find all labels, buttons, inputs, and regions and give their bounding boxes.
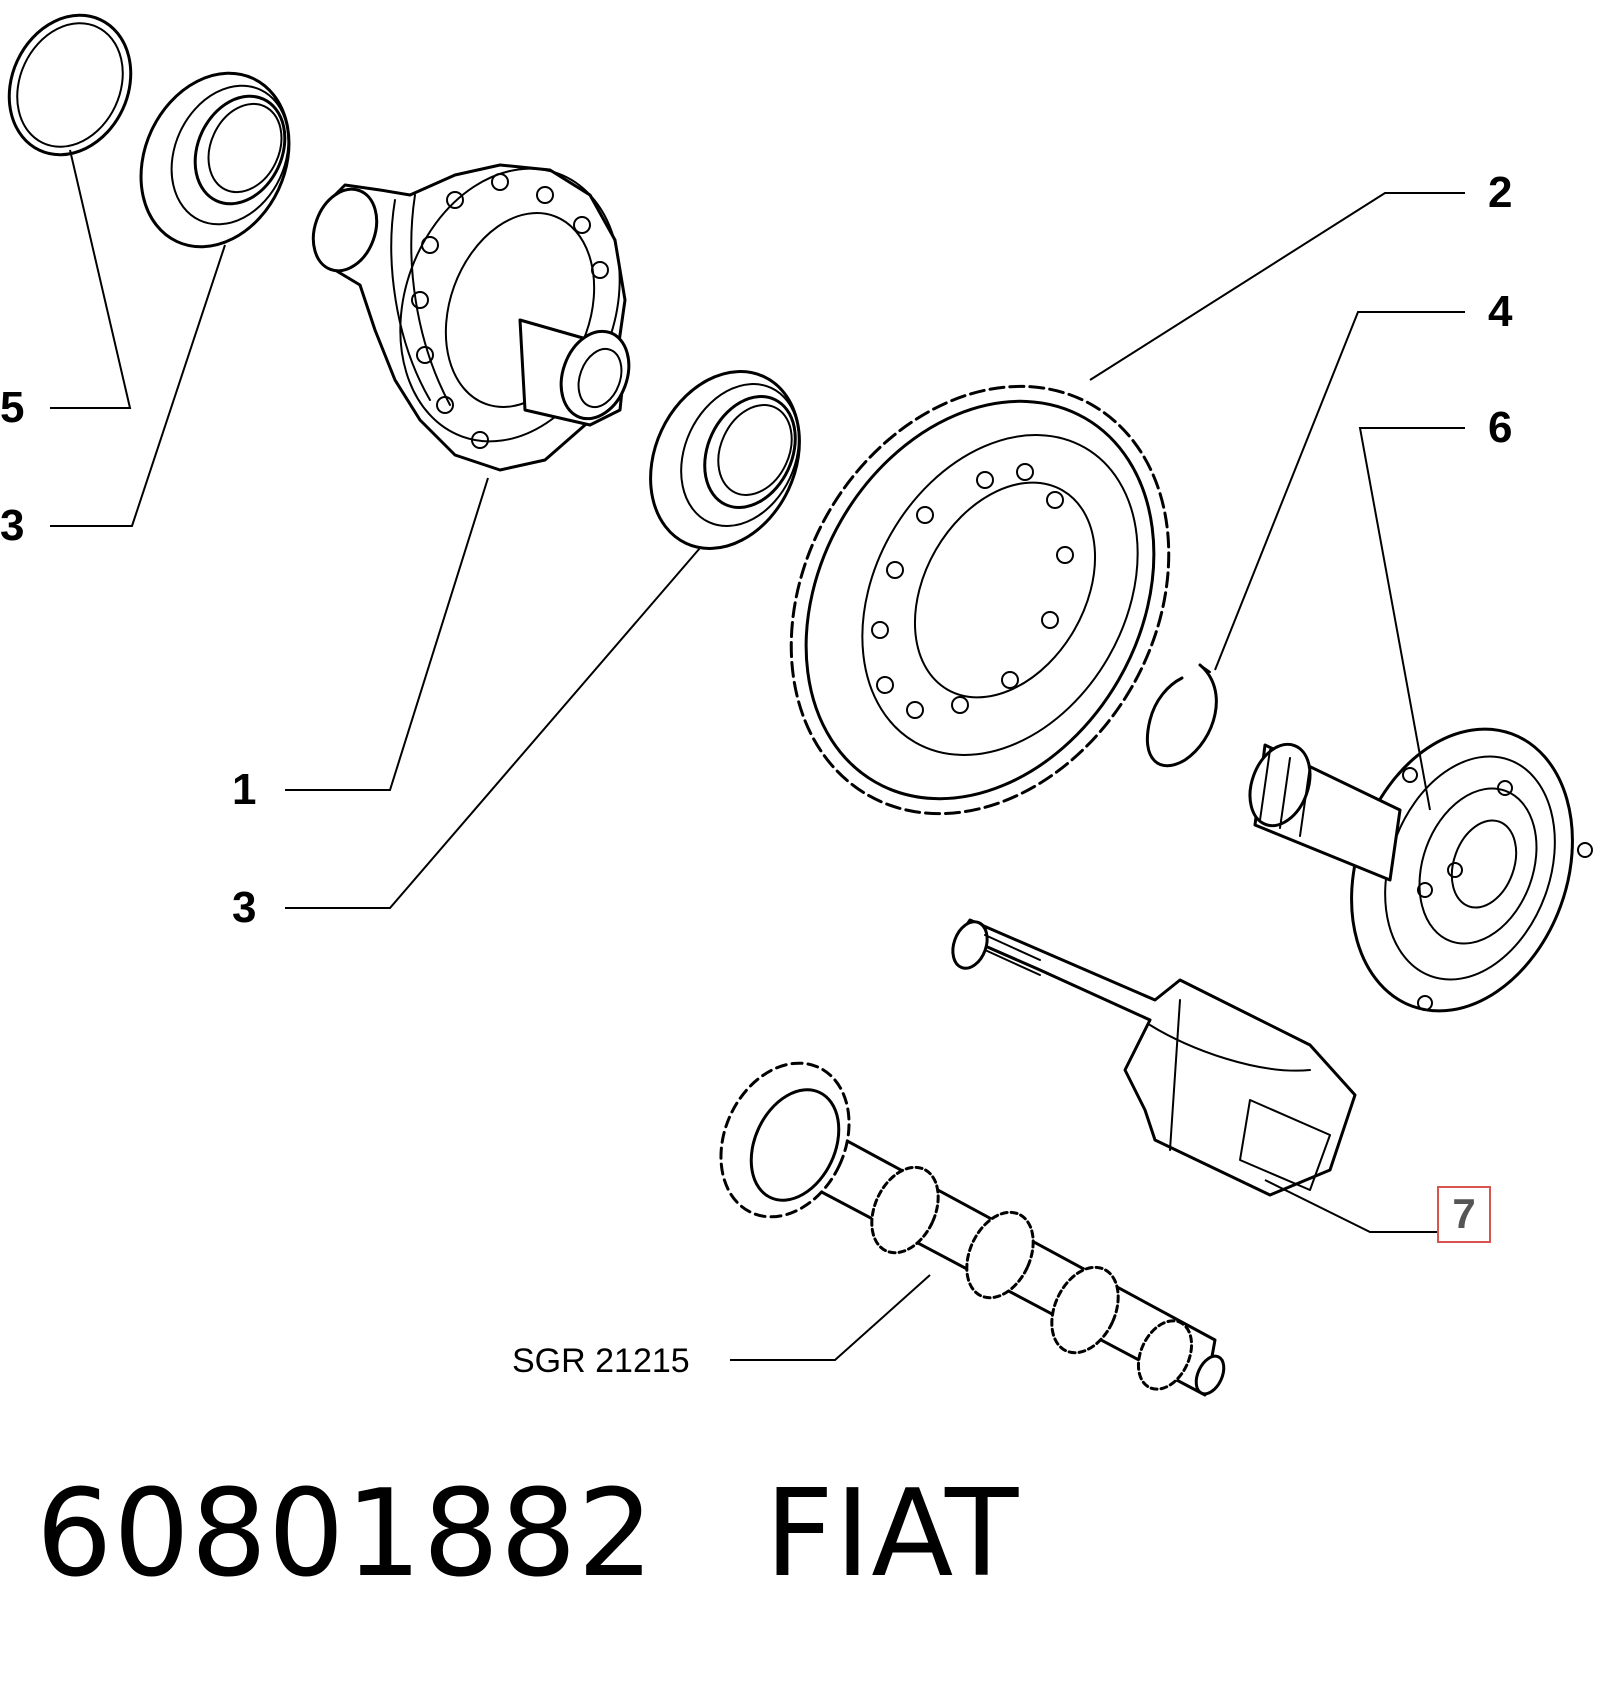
bearing-part-3-upper (139, 71, 291, 249)
leader-3-upper (50, 244, 226, 527)
callout-5: 5 (0, 383, 24, 432)
leader-4 (1214, 311, 1465, 671)
callout-7: 7 (1452, 1190, 1475, 1237)
circlip-part-4 (1145, 663, 1218, 768)
footer: 60801882 FIAT (36, 1470, 1019, 1600)
callout-sgr-21215: SGR 21215 (512, 1342, 690, 1380)
leader-sgr (730, 1274, 931, 1361)
snap-ring-part-5 (7, 13, 133, 157)
leader-7 (1264, 1179, 1440, 1233)
leader-2 (1089, 192, 1465, 381)
brand-name: FIAT (764, 1465, 1020, 1604)
part-number: 60801882 (36, 1465, 655, 1604)
highlight-box-7 (1437, 1186, 1491, 1243)
callout-3-lower: 3 (232, 883, 256, 932)
callout-2: 2 (1488, 168, 1512, 217)
callout-3-upper: 3 (0, 501, 24, 550)
callout-6: 6 (1488, 403, 1512, 452)
ring-gear-part-2 (789, 384, 1171, 816)
leader-6 (1358, 427, 1465, 811)
callout-1: 1 (232, 765, 256, 814)
leader-5 (50, 149, 132, 409)
callout-4: 4 (1488, 287, 1513, 336)
leader-1 (285, 477, 489, 791)
output-shaft-part-7 (951, 918, 1357, 1197)
differential-housing-part-1 (311, 163, 631, 472)
input-shaft-sgr-21215 (719, 1061, 1226, 1397)
bearing-part-3-lower (649, 370, 801, 550)
leader-3-lower (285, 547, 701, 909)
flange-shaft-part-6 (1248, 727, 1593, 1013)
